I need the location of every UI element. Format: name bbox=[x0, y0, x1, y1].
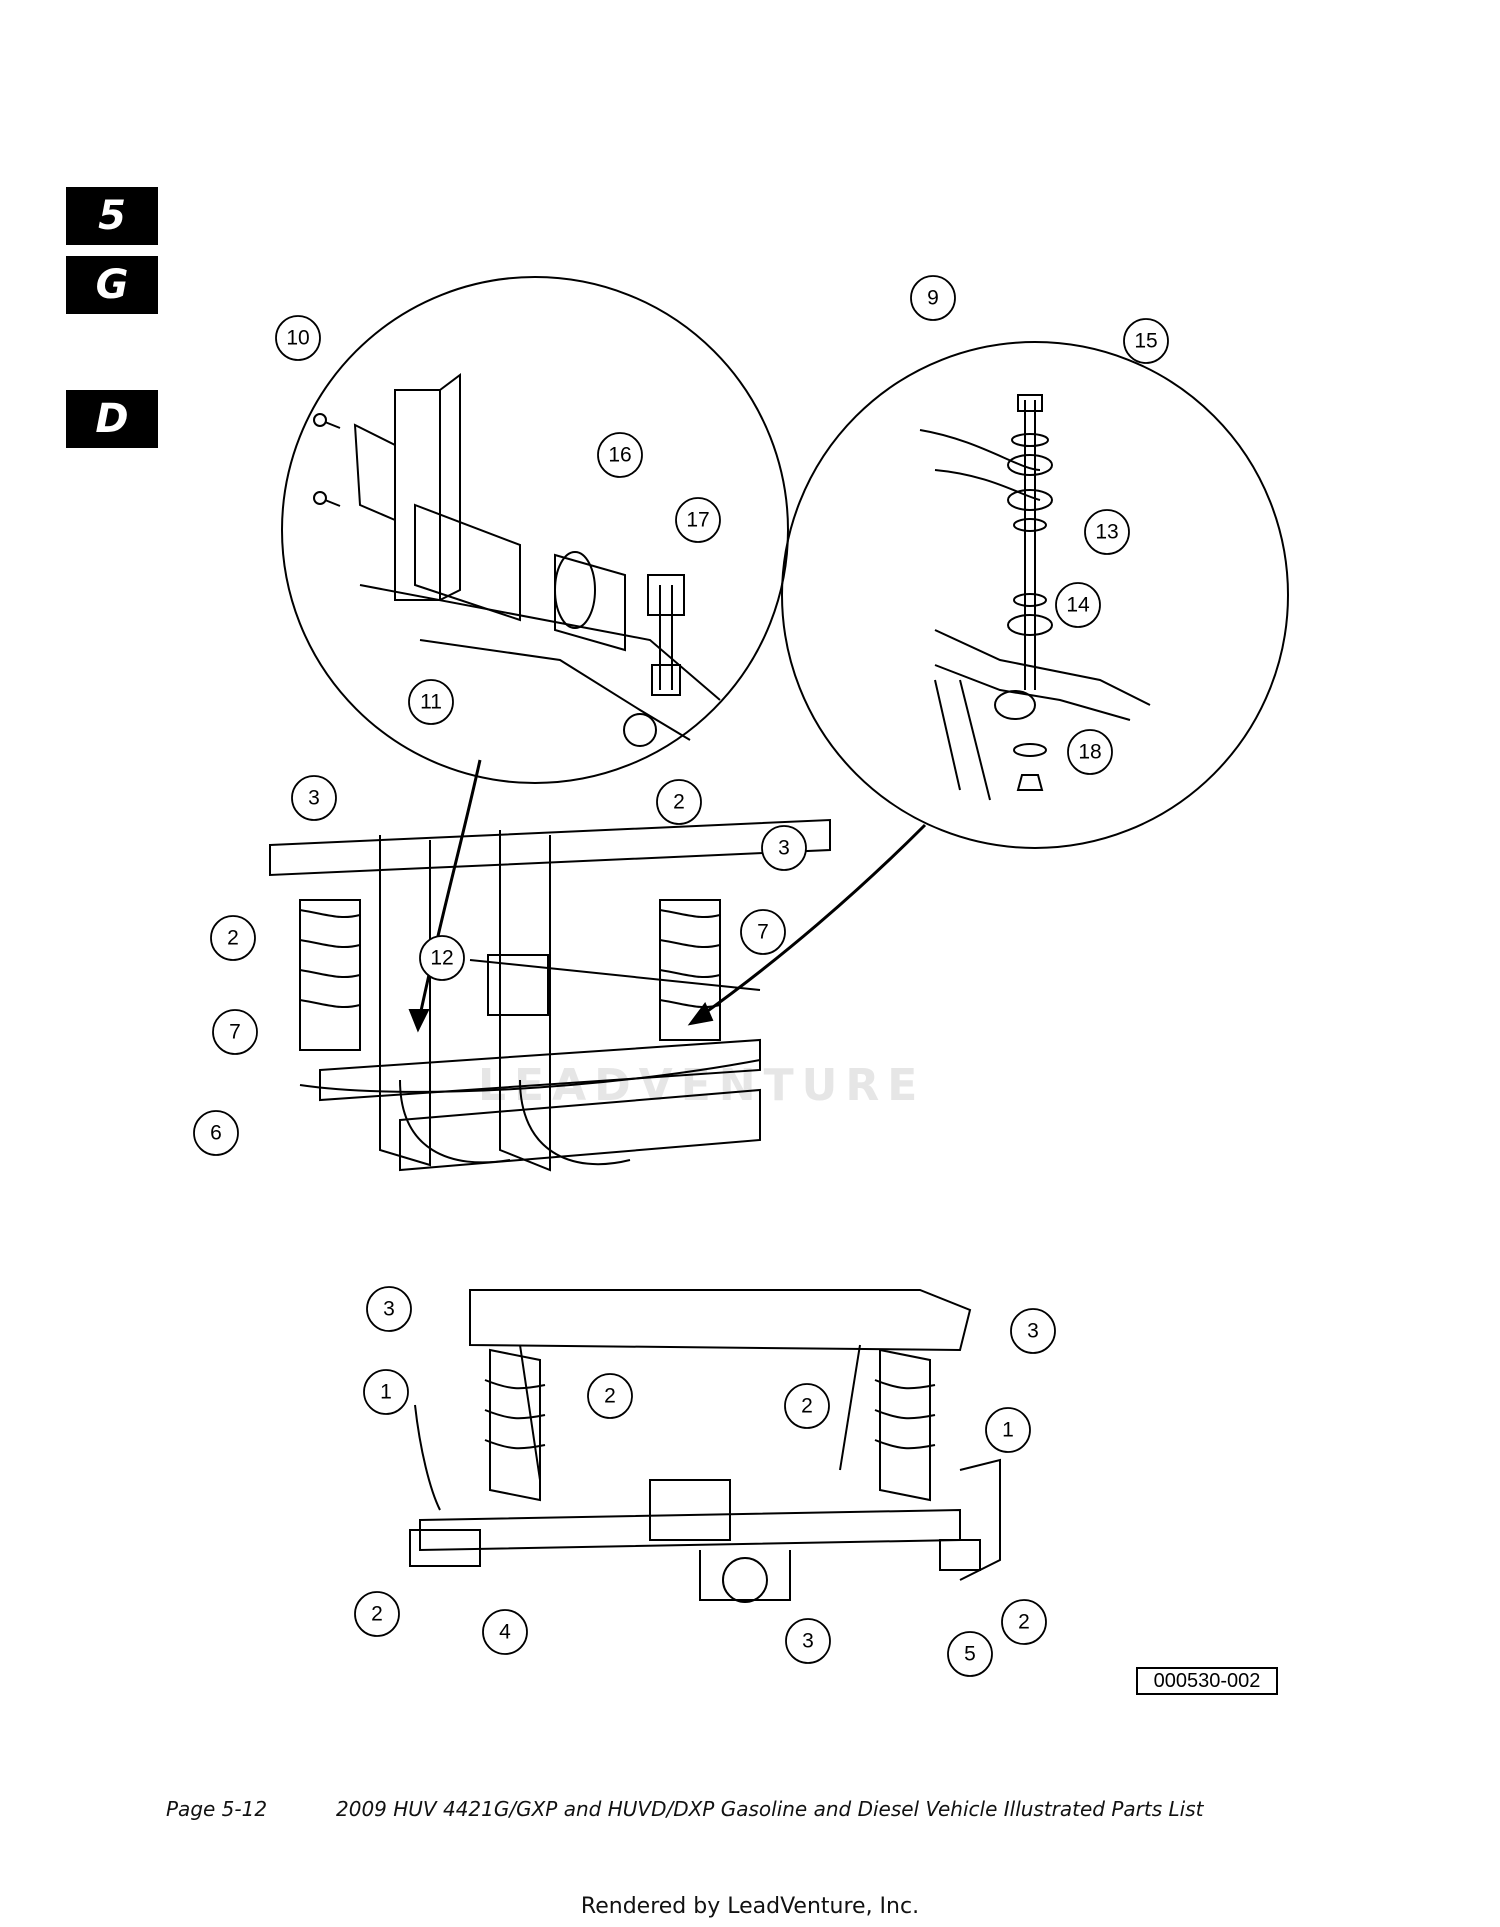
callout-label: 11 bbox=[420, 691, 442, 714]
callout-label: 12 bbox=[430, 947, 453, 970]
callout-2: 2 bbox=[1001, 1599, 1047, 1645]
callout-18: 18 bbox=[1067, 729, 1113, 775]
detail-circle-left bbox=[281, 276, 789, 784]
callout-2: 2 bbox=[587, 1373, 633, 1419]
callout-11: 11 bbox=[408, 679, 454, 725]
callout-label: 3 bbox=[383, 1298, 395, 1321]
callout-12: 12 bbox=[419, 935, 465, 981]
section-tab-5: 5 bbox=[66, 187, 158, 245]
callout-5: 5 bbox=[947, 1631, 993, 1677]
callout-3: 3 bbox=[785, 1618, 831, 1664]
callout-label: 2 bbox=[604, 1385, 616, 1408]
callout-6: 6 bbox=[193, 1110, 239, 1156]
detail-circle-right bbox=[781, 341, 1289, 849]
callout-3: 3 bbox=[291, 775, 337, 821]
callout-2: 2 bbox=[656, 779, 702, 825]
callout-14: 14 bbox=[1055, 582, 1101, 628]
section-tab-d: D bbox=[66, 390, 158, 448]
callout-3: 3 bbox=[761, 825, 807, 871]
callout-2: 2 bbox=[784, 1383, 830, 1429]
callout-3: 3 bbox=[1010, 1308, 1056, 1354]
callout-16: 16 bbox=[597, 432, 643, 478]
rendered-by: Rendered by LeadVenture, Inc. bbox=[580, 1894, 920, 1919]
watermark: LEADVENTURE bbox=[478, 1060, 926, 1111]
callout-17: 17 bbox=[675, 497, 721, 543]
callout-2: 2 bbox=[210, 915, 256, 961]
callout-label: 2 bbox=[227, 927, 239, 950]
section-tab-g: G bbox=[66, 256, 158, 314]
callout-15: 15 bbox=[1123, 318, 1169, 364]
callout-label: 2 bbox=[1018, 1611, 1030, 1634]
callout-7: 7 bbox=[740, 909, 786, 955]
callout-label: 5 bbox=[964, 1643, 976, 1666]
callout-label: 15 bbox=[1134, 330, 1157, 353]
figure-reference: 000530-002 bbox=[1136, 1667, 1278, 1695]
callout-10: 10 bbox=[275, 315, 321, 361]
callout-label: 2 bbox=[673, 791, 685, 814]
callout-1: 1 bbox=[363, 1369, 409, 1415]
callout-13: 13 bbox=[1084, 509, 1130, 555]
callout-label: 6 bbox=[210, 1122, 222, 1145]
page-number: Page 5-12 bbox=[166, 1797, 268, 1821]
callout-7: 7 bbox=[212, 1009, 258, 1055]
callout-label: 3 bbox=[1027, 1320, 1039, 1343]
callout-9: 9 bbox=[910, 275, 956, 321]
callout-label: 1 bbox=[1002, 1419, 1014, 1442]
callout-label: 3 bbox=[308, 787, 320, 810]
callout-label: 1 bbox=[380, 1381, 392, 1404]
callout-label: 16 bbox=[608, 444, 631, 467]
callout-label: 9 bbox=[927, 287, 939, 310]
callout-label: 2 bbox=[801, 1395, 813, 1418]
callout-3: 3 bbox=[366, 1286, 412, 1332]
callout-label: 7 bbox=[757, 921, 769, 944]
callout-label: 13 bbox=[1095, 521, 1118, 544]
callout-2: 2 bbox=[354, 1591, 400, 1637]
callout-label: 17 bbox=[686, 509, 709, 532]
callout-label: 2 bbox=[371, 1603, 383, 1626]
callout-label: 4 bbox=[499, 1621, 511, 1644]
callout-label: 18 bbox=[1078, 741, 1101, 764]
callout-label: 14 bbox=[1066, 594, 1090, 617]
callout-label: 10 bbox=[286, 327, 309, 350]
callout-label: 3 bbox=[778, 837, 790, 860]
document-title: 2009 HUV 4421G/GXP and HUVD/DXP Gasoline… bbox=[336, 1797, 1204, 1821]
callout-4: 4 bbox=[482, 1609, 528, 1655]
callout-1: 1 bbox=[985, 1407, 1031, 1453]
callout-label: 3 bbox=[802, 1630, 814, 1653]
callout-label: 7 bbox=[229, 1021, 241, 1044]
